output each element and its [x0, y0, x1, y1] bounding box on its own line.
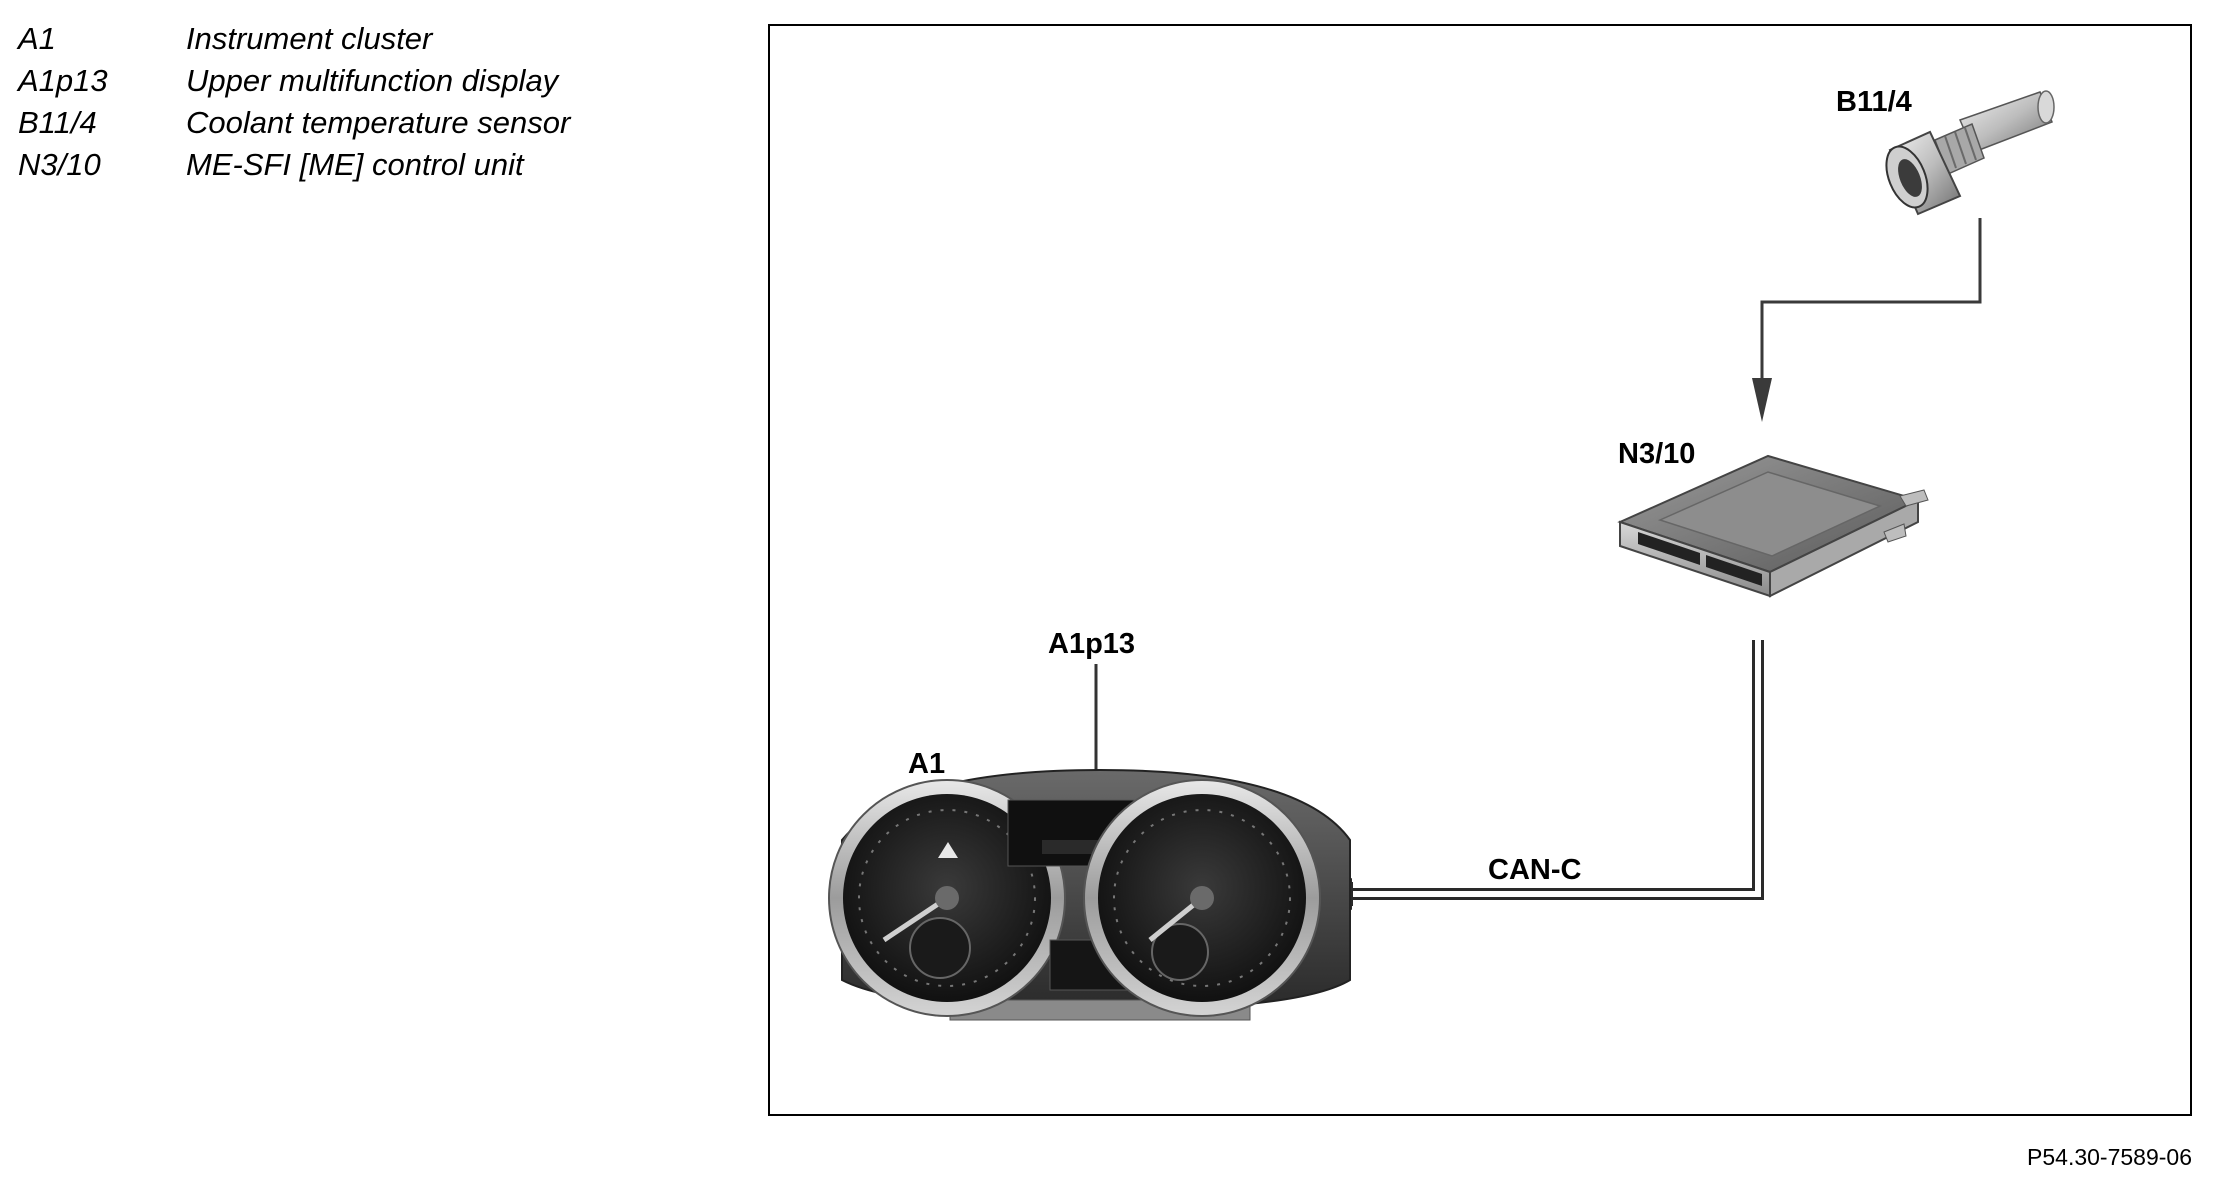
label-b11-4: B11/4	[1836, 86, 1912, 118]
warning-triangle-icon	[938, 842, 958, 858]
legend-description: Coolant temperature sensor	[186, 105, 571, 140]
legend-code: A1p13	[18, 63, 108, 98]
instrument-cluster	[828, 768, 1351, 1021]
legend-description: Instrument cluster	[186, 21, 433, 56]
label-a1p13: A1p13	[1048, 628, 1136, 660]
speedometer-dial	[828, 779, 1066, 1017]
sensor-to-ecu-line	[1752, 218, 1982, 422]
label-a1: A1	[908, 748, 946, 780]
label-can-c: CAN-C	[1488, 854, 1582, 886]
label-n3-10: N3/10	[1618, 438, 1696, 470]
coolant-temperature-sensor	[1885, 90, 2055, 216]
legend-code: A1	[18, 21, 56, 56]
legend-code: N3/10	[18, 147, 101, 182]
figure-number: P54.30-7589-06	[2027, 1144, 2192, 1170]
legend-description: ME-SFI [ME] control unit	[186, 147, 524, 182]
arrow-down-icon	[1752, 378, 1772, 422]
tachometer-dial	[1083, 779, 1321, 1017]
me-sfi-control-unit	[1617, 454, 1929, 598]
diagram-frame	[768, 24, 2192, 1116]
legend-code: B11/4	[18, 105, 97, 140]
legend-description: Upper multifunction display	[186, 63, 559, 98]
